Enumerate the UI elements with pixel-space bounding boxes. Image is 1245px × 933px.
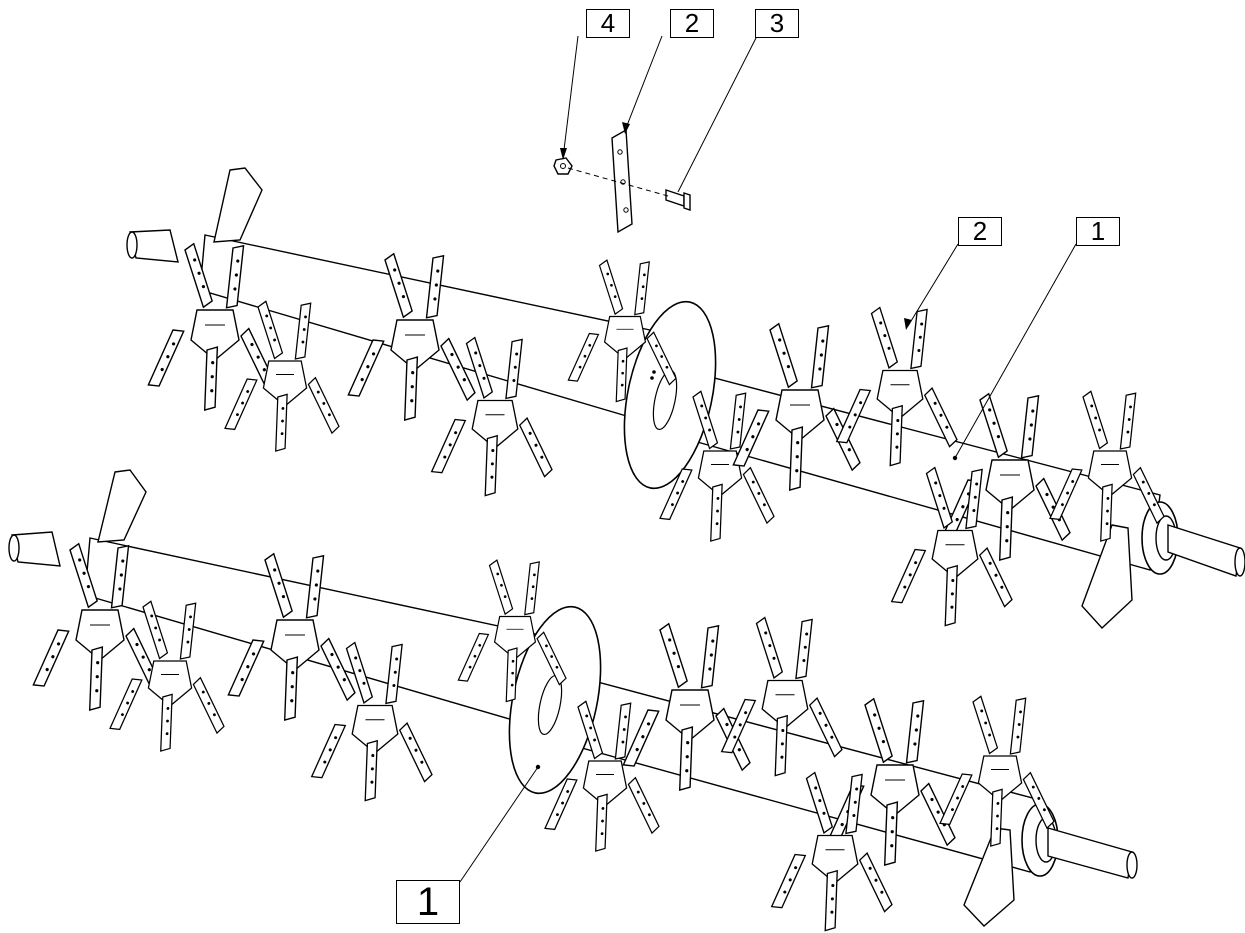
shaft-stub-left-top xyxy=(126,229,179,263)
exploded-knife xyxy=(611,128,633,234)
shaft-stub-left-bottom xyxy=(8,531,61,567)
leader-lines xyxy=(459,35,1077,883)
callout-1-rotor-top: 1 xyxy=(1076,216,1120,246)
callout-2-knife-exploded: 2 xyxy=(670,8,714,38)
exploded-bolt xyxy=(665,189,691,211)
callout-1-rotor-bottom: 1 xyxy=(396,880,460,924)
rotor-top xyxy=(126,167,1245,629)
shaft-end-right-bottom xyxy=(1021,803,1138,879)
paddle-top-left xyxy=(213,167,263,243)
paddle-top-right xyxy=(1081,524,1133,629)
paddle-bottom-right xyxy=(963,827,1015,927)
shaft-end-right-top xyxy=(1141,501,1245,577)
callout-4-nut: 4 xyxy=(586,8,630,38)
rotor-bottom xyxy=(8,469,1138,932)
paddle-bottom-left xyxy=(97,469,147,543)
exploded-nut xyxy=(553,157,573,175)
callout-2-knife-rotor: 2 xyxy=(958,216,1002,246)
callout-3-bolt: 3 xyxy=(755,8,799,38)
